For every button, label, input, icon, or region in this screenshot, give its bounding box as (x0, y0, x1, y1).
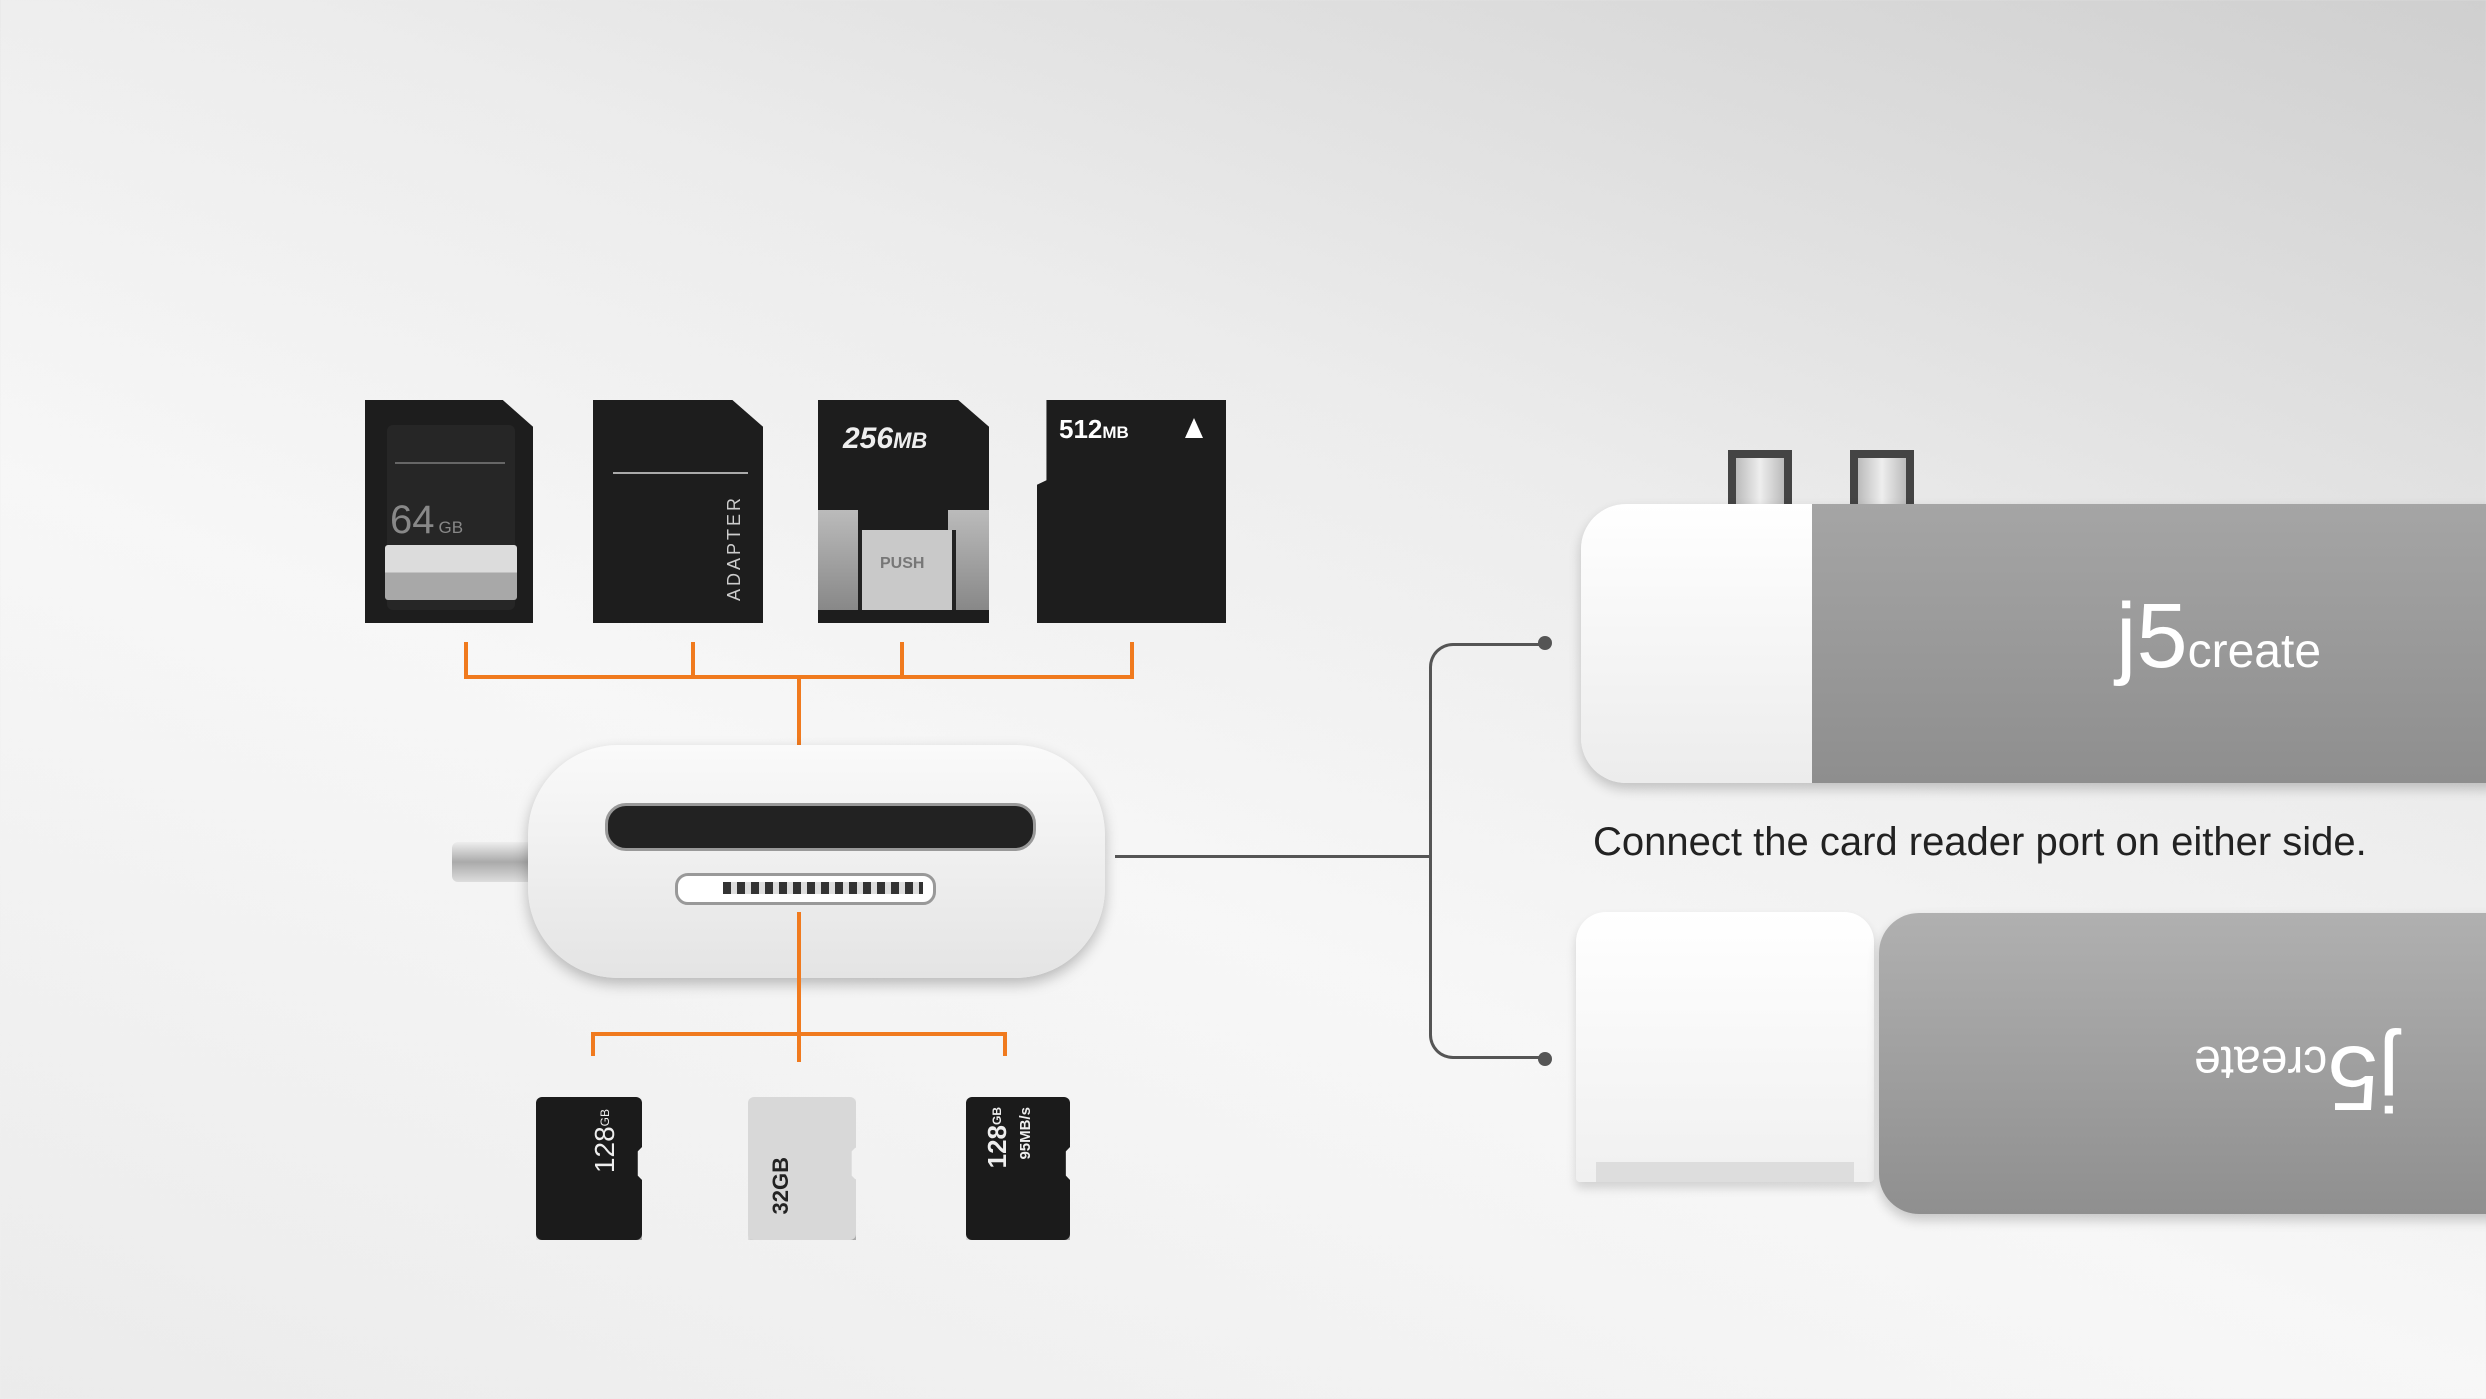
brand-logo-flipped: j5create (2194, 1027, 2400, 1129)
microsd-card-32gb: 32GB (748, 1097, 856, 1240)
device-bottom: j5create (1879, 913, 2486, 1214)
microsd-slot (675, 873, 936, 905)
connector-line (464, 642, 468, 678)
connector-line (1003, 1032, 1007, 1056)
microsd-card-128gb-95mbs: 128GB 95MB/s (966, 1097, 1070, 1240)
connector-line (591, 1032, 595, 1056)
usb-c-connector (1728, 450, 1792, 506)
bracket (1429, 643, 1545, 1059)
usb-c-connector (1850, 450, 1914, 506)
connector-line (797, 912, 801, 1062)
microsd-card-128gb: 128GB (536, 1097, 642, 1240)
mmc-card-512mb: 512MB (1037, 400, 1226, 623)
usb-c-plug (452, 842, 532, 882)
bracket-line (1115, 855, 1432, 858)
card-capacity: 64 (390, 498, 435, 542)
connector-line (591, 1032, 1007, 1036)
bracket-dot (1538, 1052, 1552, 1066)
brand-logo: j5create (2116, 585, 2322, 687)
connector-line (1130, 642, 1134, 678)
connector-line (797, 675, 801, 790)
device-bottom-cap (1576, 912, 1874, 1182)
sd-slot (605, 803, 1036, 851)
rs-mmc-card-256mb: 256MB PUSH (818, 400, 989, 623)
bracket-dot (1538, 636, 1552, 650)
sd-adapter-card: ADAPTER (593, 400, 763, 623)
card-reader (528, 745, 1105, 978)
triangle-icon (1185, 418, 1203, 438)
connector-line (691, 642, 695, 678)
device-top: j5create (1581, 504, 2486, 783)
connector-line (900, 642, 904, 678)
caption: Connect the card reader port on either s… (1593, 820, 2367, 864)
